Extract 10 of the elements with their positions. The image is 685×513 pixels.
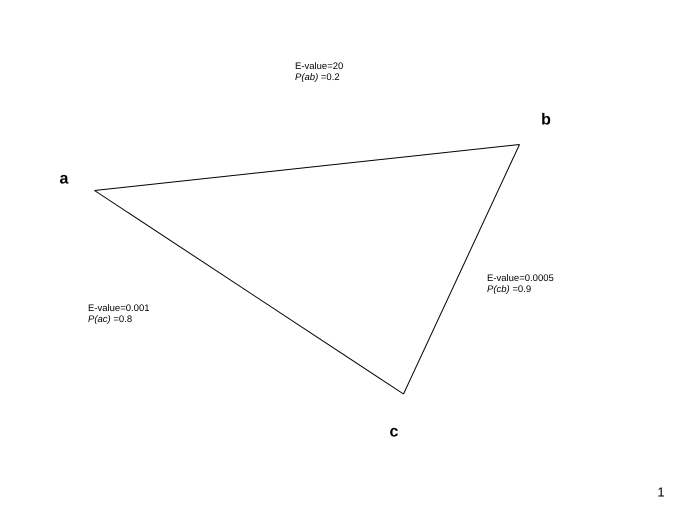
page-number: 1 bbox=[657, 484, 665, 500]
vertex-label: c bbox=[390, 424, 398, 440]
annotation-text: E-value=0.0005 P(cb) =0.9 bbox=[487, 273, 554, 295]
annotation-text: E-value=0.001 P(ac) =0.8 bbox=[88, 303, 150, 325]
triangle-side-line bbox=[403, 144, 520, 394]
vertex-label: a bbox=[60, 170, 68, 188]
vertex-label: b bbox=[541, 112, 551, 128]
annotation-text: E-value=20 P(ab) =0.2 bbox=[295, 61, 344, 83]
triangle-side-line bbox=[94, 144, 520, 191]
triangle-side-line bbox=[94, 190, 404, 394]
